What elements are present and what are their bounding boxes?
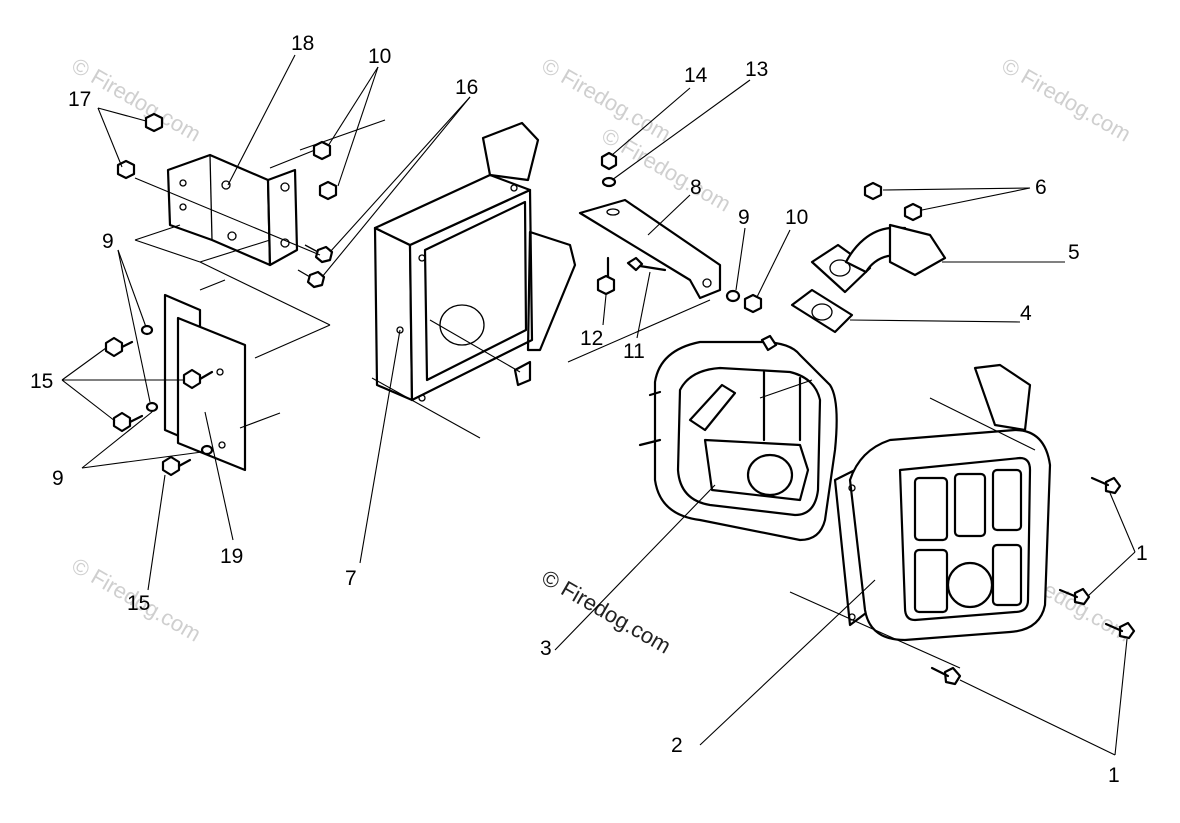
part-5-exhaust-pipe (810, 223, 947, 294)
part-4-gasket (790, 288, 854, 334)
callout-1: 1 (1136, 542, 1148, 565)
part-7-muffler-frame (373, 121, 577, 402)
callout-10-right: 10 (785, 206, 808, 229)
callout-8: 8 (690, 176, 702, 199)
callout-5: 5 (1068, 241, 1080, 264)
callout-1-lower: 1 (1108, 764, 1120, 787)
callout-9-upper: 9 (102, 230, 114, 253)
part-2-muffler-guard (833, 363, 1052, 642)
callout-11: 11 (623, 340, 645, 363)
part-17-nuts (116, 112, 164, 180)
part-10-nuts (312, 140, 338, 201)
callout-16: 16 (455, 76, 478, 99)
callout-18: 18 (291, 32, 314, 55)
part-15-bolts (104, 336, 214, 477)
callout-3: 3 (540, 637, 552, 660)
part-1-bolts (930, 476, 1136, 686)
callout-10: 10 (368, 45, 391, 68)
part-3-muffler-body (638, 334, 838, 542)
part-19-shield-plate (163, 293, 247, 472)
callout-leaders (61, 54, 1136, 756)
callout-9: 9 (738, 206, 750, 229)
callout-labels: 18 10 16 17 14 13 8 6 5 9 10 4 12 11 9 1… (30, 32, 1148, 787)
part-14-nut (600, 151, 618, 171)
callout-9-lower: 9 (52, 467, 64, 490)
callout-14: 14 (684, 64, 708, 87)
part-12-bolt (596, 256, 616, 296)
part-9-washers (140, 324, 214, 456)
callout-13: 13 (745, 58, 768, 81)
callout-4: 4 (1020, 302, 1032, 325)
watermark-center: © Firedog.com (538, 565, 676, 659)
callout-19: 19 (220, 545, 243, 568)
callout-17: 17 (68, 88, 91, 111)
callout-6: 6 (1035, 176, 1047, 199)
callout-7: 7 (345, 567, 357, 590)
callout-15: 15 (30, 370, 53, 393)
callout-15-lower: 15 (127, 592, 150, 615)
part-11-stud (626, 256, 667, 272)
part-6-nuts (863, 181, 923, 222)
callout-2: 2 (671, 734, 683, 757)
part-16-screws (297, 244, 334, 289)
part-10-nut-right (743, 293, 763, 314)
part-18-bracket (166, 153, 299, 267)
callout-12: 12 (580, 327, 603, 350)
part-8-strap (578, 198, 722, 300)
part-9-washer-right (725, 289, 741, 303)
watermark: © Firedog.com (998, 53, 1136, 147)
